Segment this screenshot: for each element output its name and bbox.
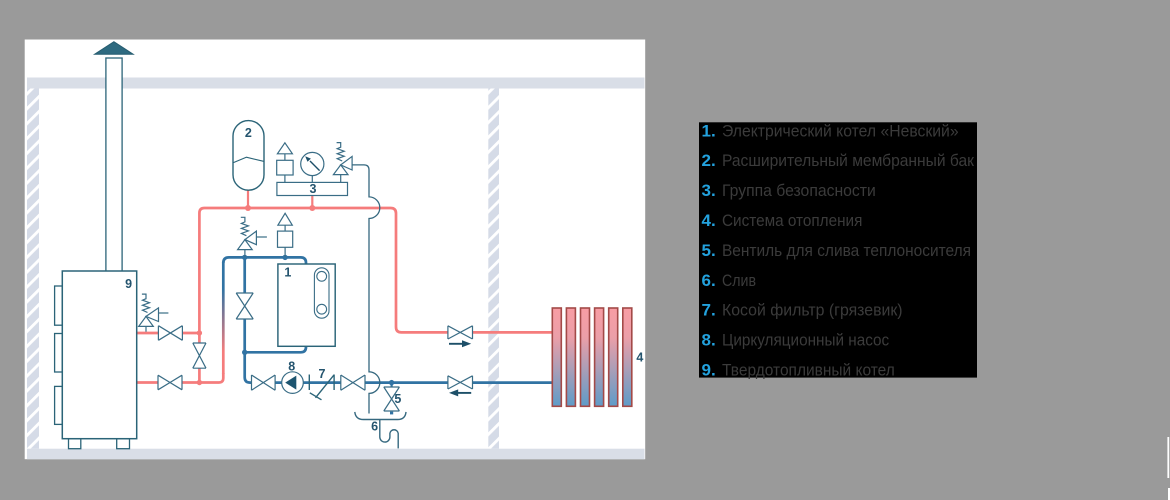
svg-text:1.: 1. xyxy=(702,121,716,140)
svg-text:8.: 8. xyxy=(702,331,716,350)
svg-text:5: 5 xyxy=(394,392,401,406)
svg-text:7: 7 xyxy=(319,367,326,381)
svg-text:Слив: Слив xyxy=(722,271,756,290)
svg-text:7.: 7. xyxy=(702,301,716,320)
svg-text:Расширительный мембранный бак: Расширительный мембранный бак xyxy=(722,151,975,170)
svg-text:Вентиль для слива теплоносител: Вентиль для слива теплоносителя xyxy=(722,241,971,260)
svg-text:4: 4 xyxy=(636,351,643,365)
svg-text:9: 9 xyxy=(125,277,132,291)
svg-text:3.: 3. xyxy=(702,181,716,200)
svg-text:Циркуляционный насос: Циркуляционный насос xyxy=(722,331,890,350)
svg-text:Косой фильтр (грязевик): Косой фильтр (грязевик) xyxy=(722,301,903,320)
svg-text:1: 1 xyxy=(284,265,291,279)
svg-text:9.: 9. xyxy=(702,361,716,380)
svg-text:Твердотопливный котел: Твердотопливный котел xyxy=(722,361,895,380)
svg-text:6.: 6. xyxy=(702,271,716,290)
svg-text:Электрический котел «Невский»: Электрический котел «Невский» xyxy=(722,121,959,140)
svg-text:Группа безопасности: Группа безопасности xyxy=(722,181,876,200)
svg-text:2.: 2. xyxy=(702,151,716,170)
svg-text:Система отопления: Система отопления xyxy=(722,211,862,230)
svg-text:5.: 5. xyxy=(702,241,716,260)
svg-text:8: 8 xyxy=(288,360,295,374)
svg-text:3: 3 xyxy=(310,182,317,196)
svg-text:2: 2 xyxy=(245,126,252,140)
svg-text:4.: 4. xyxy=(702,211,716,230)
svg-text:6: 6 xyxy=(371,420,378,434)
